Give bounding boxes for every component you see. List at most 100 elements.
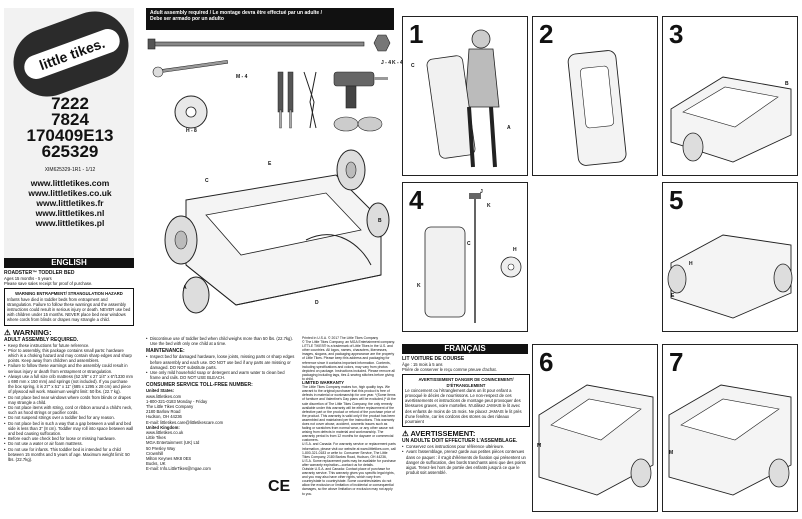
age-range-fr: Âge : 15 mois à 5 ans [402, 362, 443, 367]
callout-c: C [205, 178, 209, 184]
warning-heading: ⚠ WARNING: [4, 327, 52, 337]
callout-c: C [467, 241, 471, 247]
age-range: Ages 15 months - 5 years [4, 276, 52, 281]
list-item: Avant l'assemblage, prenez garde aux pet… [402, 449, 530, 475]
callout-j: J [480, 189, 483, 195]
callout-a: A [183, 285, 187, 291]
address-line: The Little Tikes Company [146, 404, 194, 410]
address-line: Crownhill [146, 450, 164, 456]
english-column-2: Discontinue use of toddler bed when chil… [146, 336, 296, 472]
website-link[interactable]: www.littletikes.com [30, 178, 110, 188]
warranty-paragraph: The Little Tikes Company makes fun, high… [302, 385, 396, 443]
part-label-k: K - 4 [392, 60, 403, 66]
pliers-icon [303, 71, 317, 129]
wheel-attach-icon [667, 234, 793, 319]
warranty-paragraph: U.S.A. and Canada: For warranty service … [302, 442, 396, 467]
screwdriver-icon [277, 71, 284, 129]
headboard-icon [567, 50, 627, 166]
warranty-heading: LIMITED WARRANTY [302, 380, 345, 386]
step-number: 2 [539, 19, 554, 49]
step-number: 3 [669, 19, 684, 49]
step-6-panel: 6 M [532, 344, 658, 512]
adult-assembly-heading: ADULT ASSEMBLY REQUIRED. [4, 336, 79, 343]
callout-a: A [507, 125, 511, 131]
warning-icon: ⚠ [4, 327, 11, 337]
address-line: Hudson, OH 44236 [146, 414, 182, 420]
nut-k-icon [373, 34, 391, 52]
us-email-link[interactable]: E-mail: littletikes.care@littletikescare… [146, 419, 224, 425]
wheel-icon [336, 149, 366, 191]
usage-list: Discontinue use of toddler bed when chil… [146, 336, 296, 346]
part-label-j: J - 4 [381, 60, 392, 66]
website-link[interactable]: www.littletikes.nl [35, 208, 105, 218]
callout-k: K [487, 203, 491, 209]
model-numbers: 7222 7824 170409E13 625329 [10, 94, 130, 161]
list-item: Do not suspend strings over a toddler be… [4, 415, 134, 420]
callout-h: H [513, 247, 517, 253]
list-item: Do not use for infants. This toddler bed… [4, 447, 134, 463]
warning-list: Keep these instructions for future refer… [4, 343, 134, 463]
website-link[interactable]: www.littletikes.co.uk [28, 188, 112, 198]
warning-title-fr: AVERTISSEMENT DANGER DE CONINCEMENT/ D'É… [418, 377, 514, 388]
warning-list-fr: Conservez ces instructions pour référenc… [402, 444, 530, 475]
assembly-diagram [164, 149, 390, 314]
receipt-note: Please save sales receipt for proof of p… [4, 281, 93, 287]
adult-assembly-banner: Adult assembly required / Le montage dev… [146, 8, 394, 30]
callout-k: K [417, 283, 421, 289]
address-line: MGA Entertainment (UK) Ltd [146, 440, 200, 446]
part-label-h: H - 8 [186, 128, 197, 134]
step-4-panel: 4 J K H C K [402, 182, 528, 332]
ce-mark: CE [268, 478, 291, 495]
callout-d: D [315, 300, 319, 306]
address-line: Bucks, UK [146, 461, 166, 467]
bolt-j-icon [147, 38, 365, 50]
uk-email-link[interactable]: E-mail: Info.LittleTikes@mgae.com [146, 466, 211, 472]
product-name-fr: LIT VOITURE DE COURSE [402, 356, 465, 362]
adult-assembly-heading-fr: UN ADULTE DOIT EFFECTUER L'ASSEMBLAGE. [402, 438, 518, 445]
part-label-m: M - 4 [236, 74, 248, 80]
us-website-link[interactable]: www.littletikes.com [146, 393, 182, 399]
printed-line: Printed in U.S.A. © 2017 The Little Tike… [302, 336, 379, 340]
warning-heading-fr: ⚠ AVERTISSEMENT: [402, 429, 476, 439]
callout-m: M [537, 443, 542, 449]
car-bed-screws-icon [538, 384, 654, 496]
step-number: 1 [409, 19, 424, 49]
address-line: Milton Keynes MK8 0ES [146, 456, 192, 462]
list-item: Do not place bed near windows where cord… [4, 395, 134, 405]
entrapment-warning-fr: AVERTISSEMENT DANGER DE CONINCEMENT/ D'É… [402, 374, 530, 428]
model-number: 7222 [51, 94, 89, 113]
french-column: LIT VOITURE DE COURSE Âge : 15 mois à 5 … [402, 356, 530, 475]
list-item: Do not use a water or air foam mattress. [4, 441, 134, 446]
callout-e: E [268, 161, 272, 167]
car-bed-frame-icon [185, 174, 382, 306]
warning-title: WARNING ENTRAPMENT/ STRANGULATION HAZARD [15, 291, 123, 297]
callout-e: E [671, 293, 675, 299]
wheel-icon [366, 202, 390, 238]
uk-website-link[interactable]: www.littletikes.co.uk [146, 430, 184, 436]
washer-h-icon [174, 95, 208, 129]
english-column: ROADSTER™ TODDLER BED Ages 15 months - 5… [4, 270, 134, 462]
model-number: 625329 [41, 142, 99, 161]
french-label: FRANÇAIS [402, 344, 528, 354]
list-item: Inspect bed for damaged hardware, loose … [146, 354, 296, 370]
car-bed-complete-icon [668, 384, 792, 496]
consumer-service-heading: CONSUMER SERVICE TOLL-FREE NUMBER: [146, 382, 253, 389]
wheel-icon [182, 276, 210, 314]
us-heading: United States: [146, 388, 175, 394]
maintenance-heading: MAINTENANCE: [146, 348, 185, 355]
callout-m: M [669, 450, 674, 456]
step-number: 6 [539, 347, 554, 377]
list-item: Prior to assembly, this package contains… [4, 348, 134, 364]
step-2-panel: 2 [532, 16, 658, 176]
list-item: Conservez ces instructions pour référenc… [402, 444, 530, 449]
website-link[interactable]: www.littletikes.fr [36, 198, 104, 208]
warning-text: Infants have died in toddler beds from e… [7, 296, 131, 323]
warranty-paragraph: Outside U.S.A. and Canada: Contact place… [302, 467, 395, 496]
screw-m-icon [152, 59, 229, 78]
list-item: Keep these instructions for future refer… [4, 343, 134, 348]
step-1-panel: 1 C A [402, 16, 528, 176]
list-item: Use only mild household soap or detergen… [146, 370, 296, 380]
callout-b: B [378, 218, 382, 224]
document-code: XIM625329-1R1 - 1/12 [44, 167, 96, 173]
website-link[interactable]: www.littletikes.pl [35, 218, 105, 228]
